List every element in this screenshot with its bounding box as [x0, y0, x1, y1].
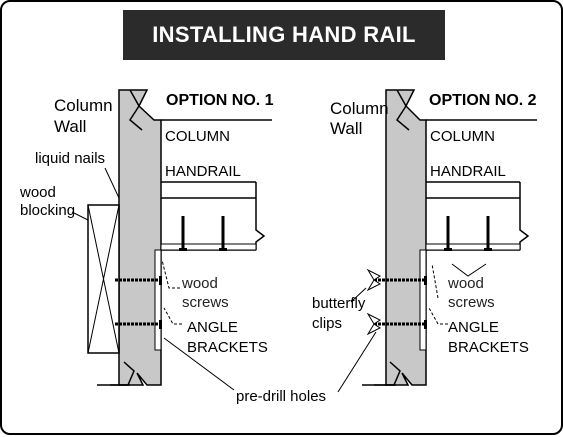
- option1-wood-screws-line1: wood: [181, 275, 218, 292]
- option1-liquid-nails-label: liquid nails: [35, 150, 105, 167]
- option1-break-top: [129, 89, 143, 131]
- option2-leader-pre-drill: [337, 331, 377, 393]
- option2-column-label: COLUMN: [430, 128, 495, 145]
- option2-wall: [385, 89, 427, 386]
- option1-column-wall-line2: Wall: [54, 117, 86, 136]
- option1-wall-screws: [115, 276, 162, 329]
- option2-angle-brackets-line1: ANGLE: [448, 319, 499, 336]
- option1-leader-wood-screws: [161, 259, 180, 289]
- option2-angle-bracket-horizontal: [425, 243, 521, 251]
- option2-leader-brackets-top: [431, 263, 439, 299]
- option2-angle-brackets-line2: BRACKETS: [448, 339, 529, 356]
- option2-leader-wood-screws-a: [451, 263, 487, 277]
- option1-handrail-label: HANDRAIL: [165, 163, 241, 180]
- option1-leader-angle-brackets: [163, 307, 182, 325]
- option2-handrail-label: HANDRAIL: [430, 163, 506, 180]
- option2-break-top: [396, 89, 410, 131]
- option2-column-wall-line1: Column: [330, 99, 389, 118]
- option1-handrail-break: [255, 198, 266, 250]
- option1-heading: OPTION NO. 1: [166, 92, 274, 109]
- option2-butterfly-clips-line1: butterfly: [312, 295, 366, 312]
- option1-wood-screws-line2: screws: [182, 294, 229, 311]
- option2-leader-butterfly: [350, 287, 367, 303]
- option2-angle-bracket-vertical: [419, 249, 427, 351]
- option1-column-label: COLUMN: [165, 128, 230, 145]
- option1-wood-screws: [179, 216, 227, 251]
- option1-blocking-cross-b: [87, 204, 120, 354]
- option2-butterfly-clips: [366, 268, 427, 336]
- option2-wood-screws-line2: screws: [448, 294, 495, 311]
- diagram-title: INSTALLING HAND RAIL: [123, 10, 445, 60]
- option1-leader-pre-drill: [163, 337, 235, 391]
- option2-handrail-break: [519, 198, 530, 250]
- option2-column-wall-line2: Wall: [330, 119, 362, 138]
- option2-wood-screws-line1: wood: [447, 275, 484, 292]
- option1-wood-blocking-line2: blocking: [20, 202, 75, 219]
- option1-angle-bracket-horizontal: [160, 243, 257, 251]
- option1-drawing: [71, 89, 272, 391]
- option2-leader-angle-brackets: [428, 307, 448, 325]
- option1-angle-brackets-line1: ANGLE: [187, 319, 238, 336]
- option2-butterfly-clips-line2: clips: [312, 315, 342, 332]
- option1-leader-wood-blocking: [71, 211, 89, 221]
- pre-drill-holes-label: pre-drill holes: [236, 388, 326, 405]
- option1-column-wall-line1: Column: [54, 96, 113, 115]
- option1-angle-bracket-vertical: [154, 249, 162, 351]
- option2-drawing: [337, 89, 537, 393]
- option1-wood-blocking-line1: wood: [19, 184, 56, 201]
- option2-heading: OPTION NO. 2: [429, 92, 537, 109]
- option1-leader-liquid-nails: [104, 167, 120, 199]
- option1-angle-brackets-line2: BRACKETS: [187, 339, 268, 356]
- option2-wood-screws: [444, 216, 492, 251]
